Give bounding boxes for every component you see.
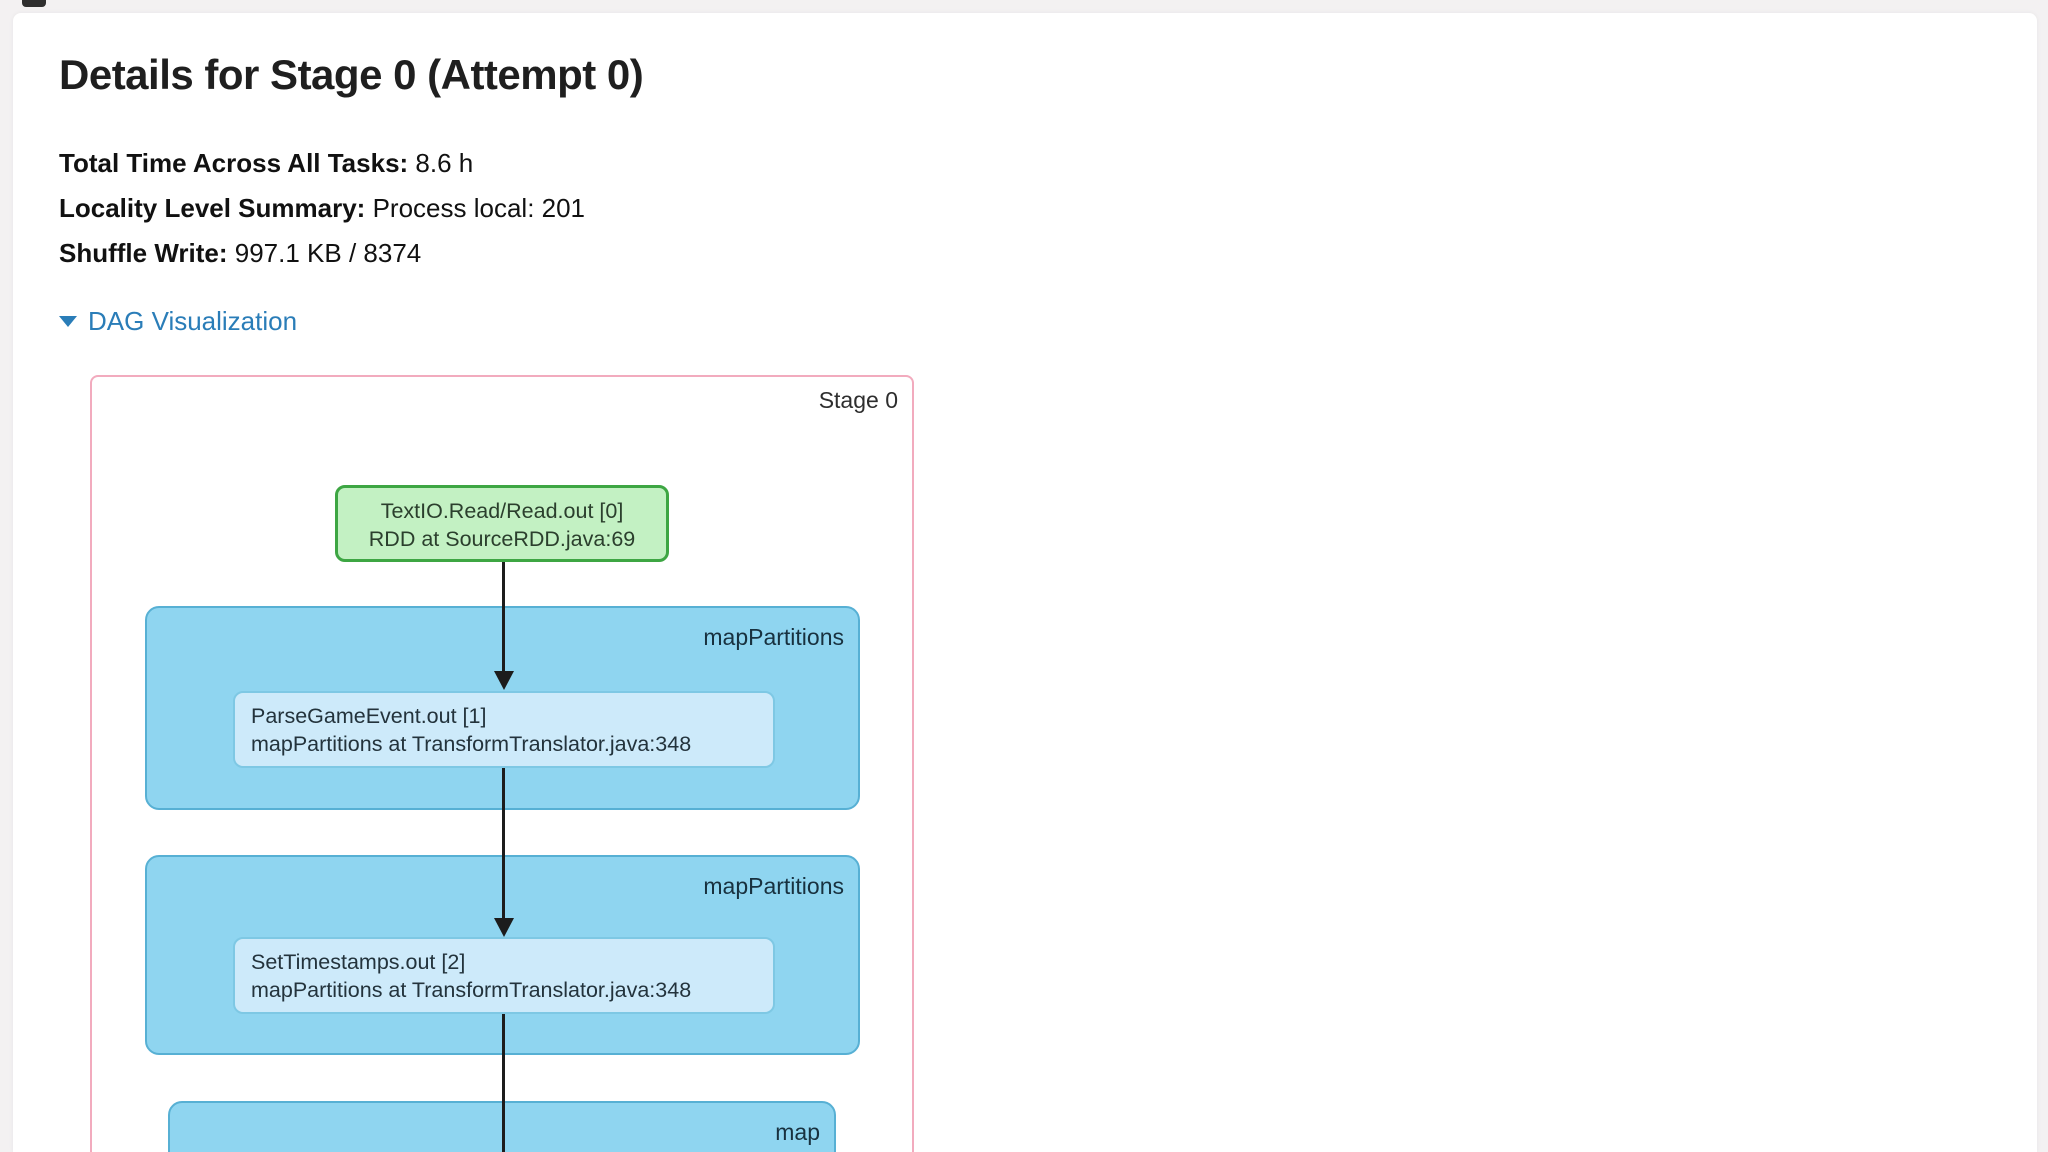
- browser-chrome-fragment: [22, 0, 46, 7]
- dag-node-parsegameevent: ParseGameEvent.out [1] mapPartitions at …: [233, 691, 775, 768]
- summary-shuffle-write-label: Shuffle Write:: [59, 238, 228, 268]
- dag-node-settimestamps-callsite: mapPartitions at TransformTranslator.jav…: [251, 978, 692, 1002]
- dag-node-source-rdd: TextIO.Read/Read.out [0] RDD at SourceRD…: [335, 485, 669, 562]
- dag-node-parsegameevent-callsite: mapPartitions at TransformTranslator.jav…: [251, 732, 692, 756]
- stage-box-label: Stage 0: [818, 387, 898, 413]
- dag-cluster-mappartitions-2-label: mapPartitions: [703, 873, 844, 899]
- summary-total-time-label: Total Time Across All Tasks:: [59, 148, 409, 178]
- caret-down-icon: [59, 316, 77, 327]
- dag-node-settimestamps: SetTimestamps.out [2] mapPartitions at T…: [233, 937, 775, 1014]
- dag-edge-3-line: [502, 1014, 505, 1152]
- dag-node-parsegameevent-name: ParseGameEvent.out [1]: [251, 704, 487, 728]
- dag-node-source-rdd-name: TextIO.Read/Read.out [0]: [380, 499, 624, 523]
- dag-node-settimestamps-name: SetTimestamps.out [2]: [251, 950, 466, 974]
- dag-edge-1-line: [502, 562, 505, 673]
- summary-locality-level: Locality Level Summary: Process local: 2…: [59, 186, 585, 231]
- dag-edge-2-arrowhead-icon: [494, 918, 514, 937]
- dag-edge-1-arrowhead-icon: [494, 671, 514, 690]
- page-title: Details for Stage 0 (Attempt 0): [59, 51, 644, 98]
- dag-edge-2-line: [502, 768, 505, 920]
- content-card: Details for Stage 0 (Attempt 0) Total Ti…: [13, 13, 2037, 1152]
- summary-locality-level-label: Locality Level Summary:: [59, 193, 366, 223]
- dag-visualization-toggle-label: DAG Visualization: [88, 306, 298, 336]
- summary-total-time-value: 8.6 h: [415, 148, 474, 178]
- summary-locality-level-value: Process local: 201: [372, 193, 586, 223]
- dag-cluster-mappartitions-1-label: mapPartitions: [703, 624, 844, 650]
- dag-visualization-toggle[interactable]: DAG Visualization: [59, 306, 297, 337]
- stage-summary-list: Total Time Across All Tasks: 8.6 h Local…: [59, 141, 585, 276]
- summary-total-time: Total Time Across All Tasks: 8.6 h: [59, 141, 585, 186]
- dag-node-source-rdd-callsite: RDD at SourceRDD.java:69: [368, 527, 636, 551]
- dag-cluster-map-label: map: [775, 1119, 820, 1145]
- summary-shuffle-write: Shuffle Write: 997.1 KB / 8374: [59, 231, 585, 276]
- summary-shuffle-write-value: 997.1 KB / 8374: [234, 238, 422, 268]
